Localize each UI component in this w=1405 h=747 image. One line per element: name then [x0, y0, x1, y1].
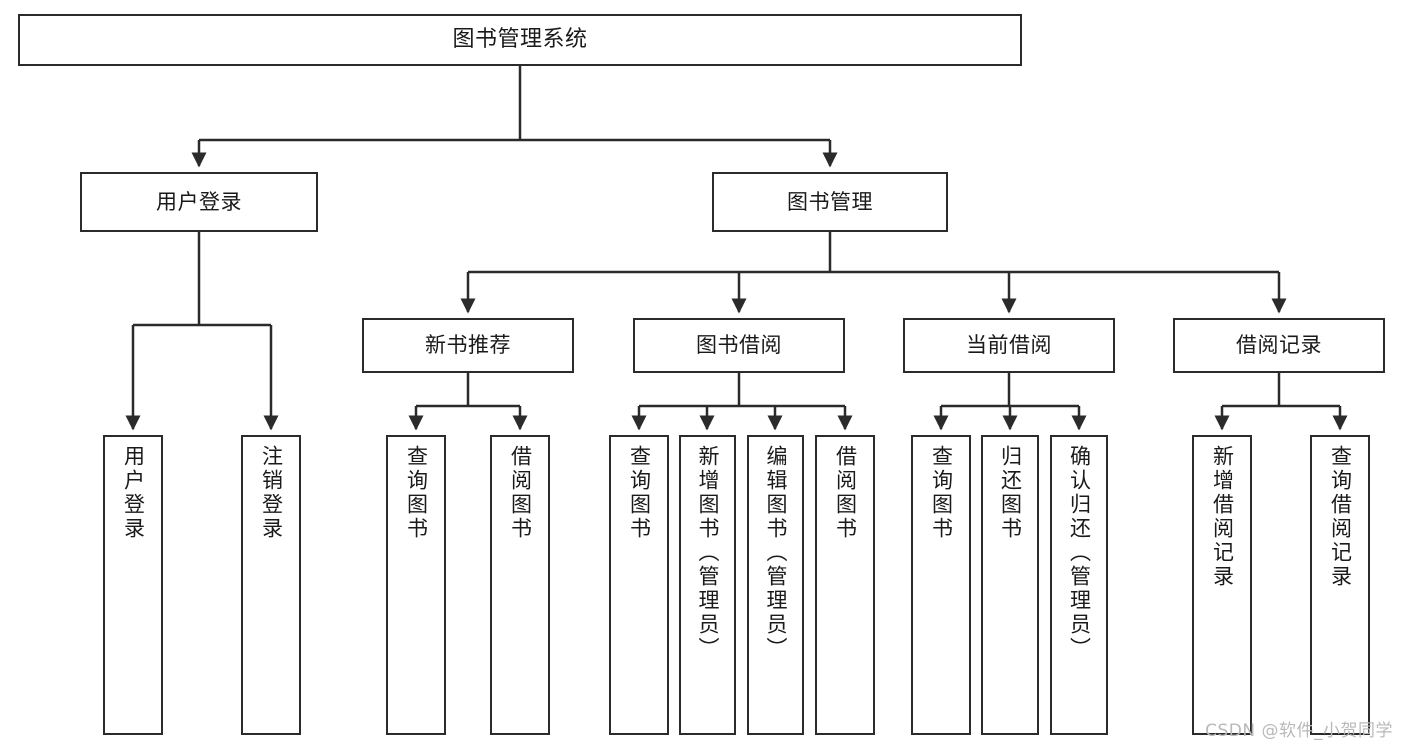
node-book-management[interactable]: 图书管理	[712, 172, 948, 232]
leaf-logout-label: 注销登录	[259, 445, 284, 541]
node-current-borrow[interactable]: 当前借阅	[903, 318, 1115, 373]
node-book-management-label: 图书管理	[787, 189, 873, 214]
leaf-borrow-edit-book-label: 编辑图书（管理员）	[764, 445, 788, 661]
node-book-borrow-label: 图书借阅	[696, 333, 782, 358]
leaf-borrow-borrow-book[interactable]: 借阅图书	[815, 435, 875, 735]
node-root[interactable]: 图书管理系统	[18, 14, 1022, 66]
leaf-borrow-query-book-label: 查询图书	[627, 445, 652, 541]
leaf-current-return-book-label: 归还图书	[998, 445, 1023, 541]
leaf-user-login[interactable]: 用户登录	[103, 435, 163, 735]
node-book-borrow[interactable]: 图书借阅	[633, 318, 845, 373]
leaf-borrow-add-book[interactable]: 新增图书（管理员）	[679, 435, 736, 735]
node-new-book-recommend[interactable]: 新书推荐	[362, 318, 574, 373]
leaf-newbook-query-book[interactable]: 查询图书	[386, 435, 446, 735]
leaf-current-query-book[interactable]: 查询图书	[911, 435, 971, 735]
leaf-borrow-borrow-book-label: 借阅图书	[833, 445, 858, 541]
leaf-borrow-edit-book[interactable]: 编辑图书（管理员）	[747, 435, 804, 735]
node-root-label: 图书管理系统	[452, 27, 588, 53]
leaf-record-add-record-label: 新增借阅记录	[1210, 445, 1235, 589]
node-user-login[interactable]: 用户登录	[80, 172, 318, 232]
leaf-current-query-book-label: 查询图书	[929, 445, 954, 541]
leaf-record-query-record[interactable]: 查询借阅记录	[1310, 435, 1370, 735]
node-current-borrow-label: 当前借阅	[966, 333, 1052, 358]
node-borrow-record-label: 借阅记录	[1236, 333, 1322, 358]
node-user-login-label: 用户登录	[156, 189, 242, 214]
leaf-borrow-query-book[interactable]: 查询图书	[609, 435, 669, 735]
leaf-newbook-borrow-book-label: 借阅图书	[508, 445, 533, 541]
leaf-current-confirm-return-label: 确认归还（管理员）	[1067, 445, 1092, 661]
leaf-borrow-add-book-label: 新增图书（管理员）	[696, 445, 720, 661]
leaf-logout[interactable]: 注销登录	[241, 435, 301, 735]
leaf-current-return-book[interactable]: 归还图书	[981, 435, 1039, 735]
leaf-record-add-record[interactable]: 新增借阅记录	[1192, 435, 1252, 735]
leaf-newbook-borrow-book[interactable]: 借阅图书	[490, 435, 550, 735]
leaf-record-query-record-label: 查询借阅记录	[1328, 445, 1353, 589]
watermark: CSDN @软件_小贺同学	[1205, 721, 1393, 741]
leaf-current-confirm-return[interactable]: 确认归还（管理员）	[1050, 435, 1108, 735]
node-new-book-recommend-label: 新书推荐	[425, 333, 511, 358]
node-borrow-record[interactable]: 借阅记录	[1173, 318, 1385, 373]
leaf-newbook-query-book-label: 查询图书	[404, 445, 429, 541]
leaf-user-login-label: 用户登录	[121, 445, 146, 541]
